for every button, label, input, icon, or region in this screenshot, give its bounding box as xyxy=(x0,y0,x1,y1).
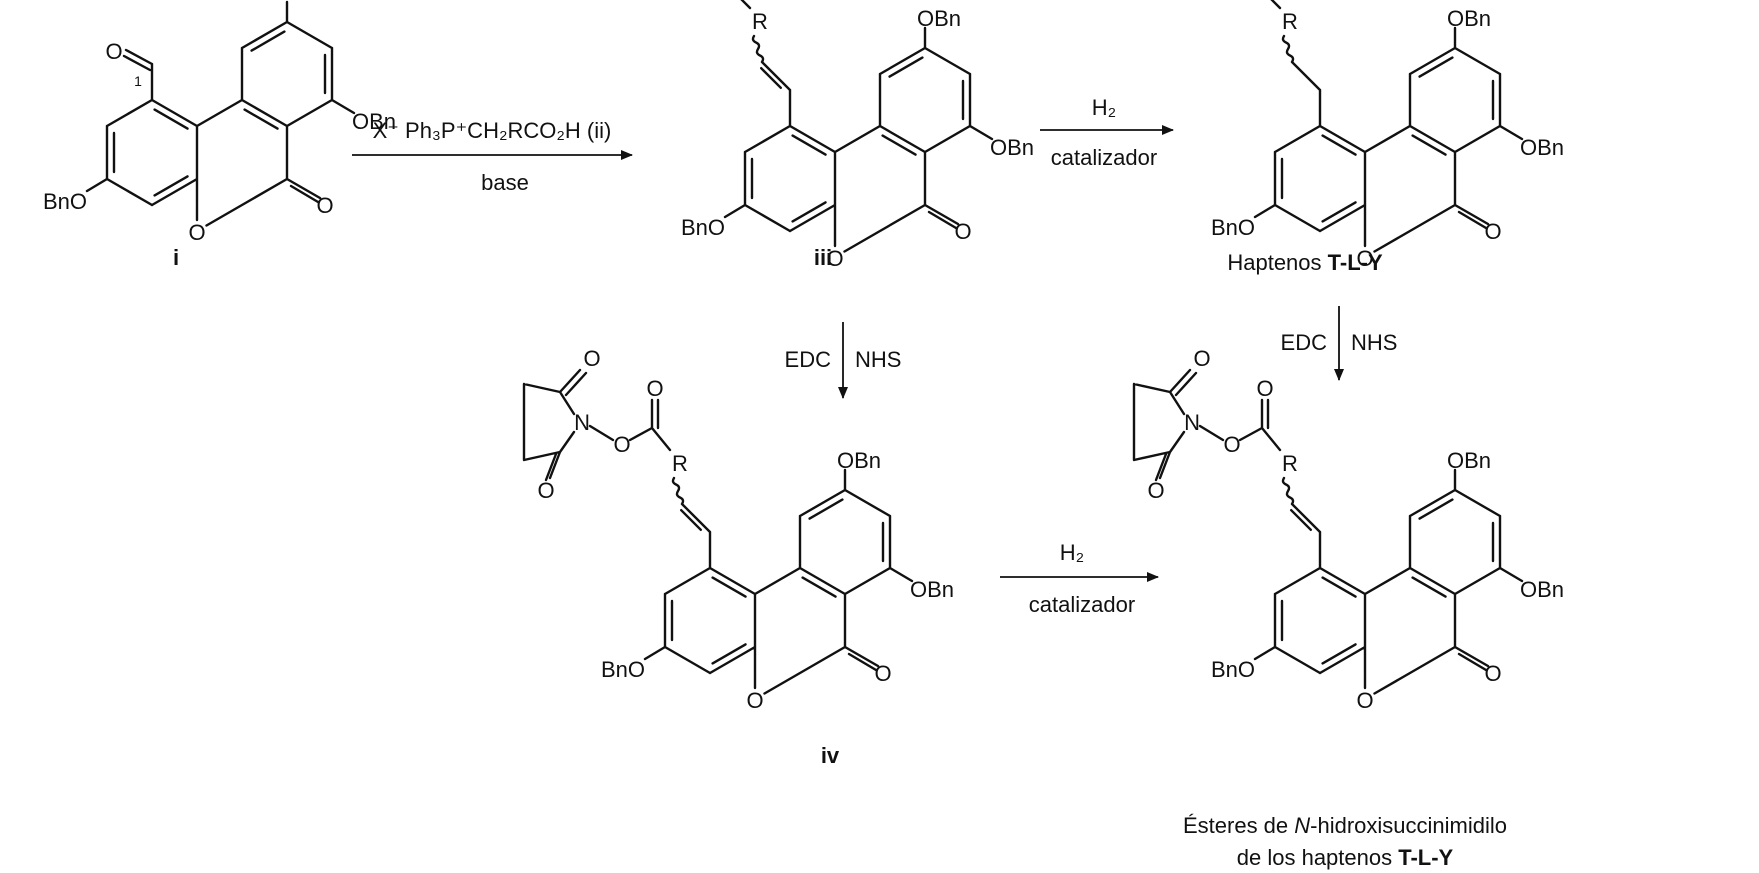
atom-label: O xyxy=(1256,376,1273,401)
compound-i-structure: OBnOBnBnOOOO1 xyxy=(43,0,396,245)
atom-label: R xyxy=(1282,9,1298,34)
atom-label: BnO xyxy=(601,657,645,682)
compound-label-iii: iii xyxy=(814,245,832,270)
reagent-h2-top: H₂ xyxy=(1092,95,1116,120)
atom-label: OBn xyxy=(1520,135,1564,160)
atom-label: OBn xyxy=(1447,448,1491,473)
atom-label: OBn xyxy=(837,448,881,473)
hapten-structure: OBnOBnBnOOORHO₂C xyxy=(1211,0,1564,271)
atom-label: BnO xyxy=(681,215,725,240)
atom-label: R xyxy=(752,9,768,34)
atom-label: O xyxy=(613,432,630,457)
atom-label: O xyxy=(1223,432,1240,457)
structure-core: OBnOBnBnOOOROONOO xyxy=(524,346,954,713)
atom-label: BnO xyxy=(43,189,87,214)
atom-label: O xyxy=(105,39,122,64)
atom-label: O xyxy=(1193,346,1210,371)
structure-core: OBnOBnBnOOOROONOO xyxy=(1134,346,1564,713)
atom-label: O xyxy=(1484,219,1501,244)
compound-label-iv: iv xyxy=(821,743,840,768)
reagent-edc-right: EDC xyxy=(1281,330,1328,355)
atom-label: O xyxy=(583,346,600,371)
atom-label: O xyxy=(954,219,971,244)
atom-label: OBn xyxy=(917,6,961,31)
atom-label: OBn xyxy=(990,135,1034,160)
atom-label: OBn xyxy=(279,0,323,5)
condition-base: base xyxy=(481,170,529,195)
atom-label: BnO xyxy=(1211,215,1255,240)
atom-label: O xyxy=(316,193,333,218)
compound-iii-structure: OBnOBnBnOOORHO₂C xyxy=(681,0,1034,271)
atom-label: R xyxy=(1282,451,1298,476)
reagent-edc-left: EDC xyxy=(785,347,832,372)
atom-label: O xyxy=(188,220,205,245)
atom-label: N xyxy=(574,410,590,435)
atom-label: OBn xyxy=(910,577,954,602)
reagent-nhs-right: NHS xyxy=(1351,330,1397,355)
catalyst-bottom: catalizador xyxy=(1029,592,1135,617)
atom-label: O xyxy=(874,661,891,686)
atom-label: OBn xyxy=(1520,577,1564,602)
structure-core: OBnOBnBnOOORHO₂C xyxy=(1211,0,1564,271)
reagent-h2-bottom: H₂ xyxy=(1060,540,1084,565)
compound-label-esters-line1: Ésteres de N-hidroxisuccinimidilo xyxy=(1183,813,1507,838)
reagent-nhs-left: NHS xyxy=(855,347,901,372)
atom-label: R xyxy=(672,451,688,476)
structure-bonds xyxy=(1255,0,1522,252)
atom-label: 1 xyxy=(134,73,142,89)
structure-bonds xyxy=(87,2,354,226)
atom-label: BnO xyxy=(1211,657,1255,682)
atom-label: O xyxy=(646,376,663,401)
compound-label-esters-line2: de los haptenos T-L-Y xyxy=(1237,845,1454,870)
structure-bonds xyxy=(725,0,992,252)
hapten-nhs-ester-structure: OBnOBnBnOOOROONOO xyxy=(1134,346,1564,713)
structure-core: OBnOBnBnOOOO1 xyxy=(43,0,396,245)
atom-label: O xyxy=(1484,661,1501,686)
compound-label-haptens: Haptenos T-L-Y xyxy=(1227,250,1383,275)
atom-label: O xyxy=(1356,688,1373,713)
atom-label: O xyxy=(746,688,763,713)
atom-label: OBn xyxy=(1447,6,1491,31)
reagent-wittig: X⁻ Ph₃P⁺CH₂RCO₂H (ii) xyxy=(373,118,612,143)
compound-iv-structure: OBnOBnBnOOOROONOO xyxy=(524,346,954,713)
atom-label: O xyxy=(537,478,554,503)
structure-core: OBnOBnBnOOORHO₂C xyxy=(681,0,1034,271)
compound-label-i: i xyxy=(173,245,179,270)
atom-label: N xyxy=(1184,410,1200,435)
catalyst-top: catalizador xyxy=(1051,145,1157,170)
atom-label: O xyxy=(1147,478,1164,503)
